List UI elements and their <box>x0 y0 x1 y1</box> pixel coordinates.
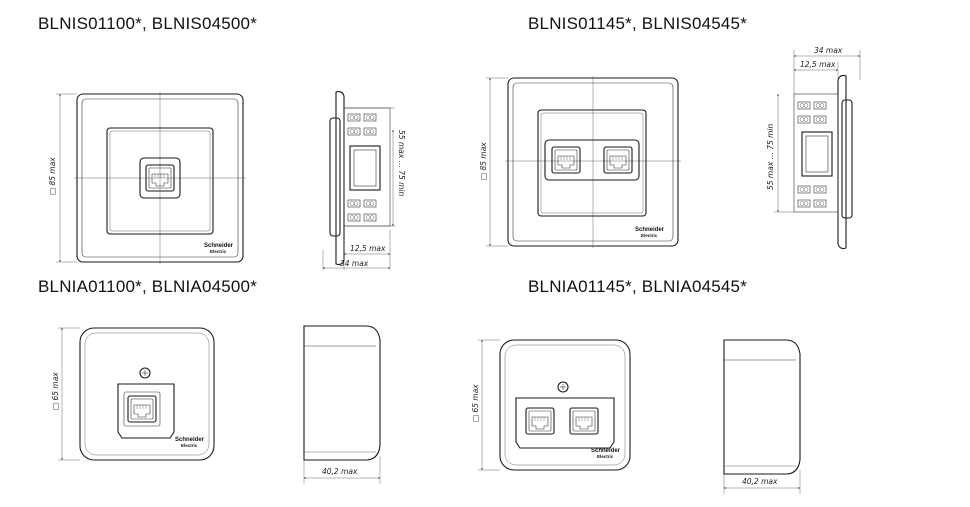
dimension-plate: 12,5 max <box>800 60 836 69</box>
brand-logo-sub: Electric <box>210 249 227 254</box>
title-bottom-right: BLNIA01145*, BLNIA04545* <box>528 277 748 296</box>
dimension-height: □ 65 max <box>51 372 60 410</box>
title-bottom-left: BLNIA01100*, BLNIA04500* <box>38 277 258 296</box>
title-top-right: BLNIS01145*, BLNIS04545* <box>528 14 748 33</box>
brand-logo-sub: Electric <box>181 443 198 448</box>
dimension-height: □ 85 max <box>479 142 488 180</box>
dimension-box: 55 max ... 75 min <box>397 130 406 197</box>
brand-logo: Schneider <box>204 243 234 249</box>
brand-logo-sub: Electric <box>597 454 614 459</box>
dimension-plate: 12,5 max <box>350 244 386 253</box>
brand-logo: Schneider <box>591 448 621 454</box>
dimension-depth: 34 max <box>340 259 369 268</box>
dimension-depth: 40,2 max <box>742 477 778 486</box>
front-view-surface-double: Schneider Electric □ 65 max <box>471 339 631 471</box>
dimension-depth: 34 max <box>814 46 843 55</box>
side-view-surface-double: 40,2 max <box>723 339 801 494</box>
side-view-flush-double: 34 max 12,5 max 55 max ... 75 min <box>766 46 861 250</box>
dimension-depth: 40,2 max <box>322 467 358 476</box>
brand-logo: Schneider <box>175 437 205 443</box>
dimension-box: 55 max ... 75 min <box>766 123 775 190</box>
dimension-height: □ 65 max <box>471 384 480 422</box>
title-top-left: BLNIS01100*, BLNIS04500* <box>38 14 258 33</box>
brand-logo-sub: Electric <box>641 233 658 238</box>
dimension-height: □ 85 max <box>48 157 57 195</box>
front-view-flush-single: Schneider Electric □ 85 max <box>48 92 246 264</box>
side-view-flush-single: 55 max ... 75 min 12,5 max 34 max <box>322 90 406 270</box>
side-view-surface-single: 40,2 max <box>303 325 381 484</box>
brand-logo: Schneider <box>635 227 665 233</box>
front-view-surface-single: Schneider Electric □ 65 max <box>51 327 215 461</box>
front-view-flush-double: Schneider Electric □ 85 max <box>479 76 681 248</box>
